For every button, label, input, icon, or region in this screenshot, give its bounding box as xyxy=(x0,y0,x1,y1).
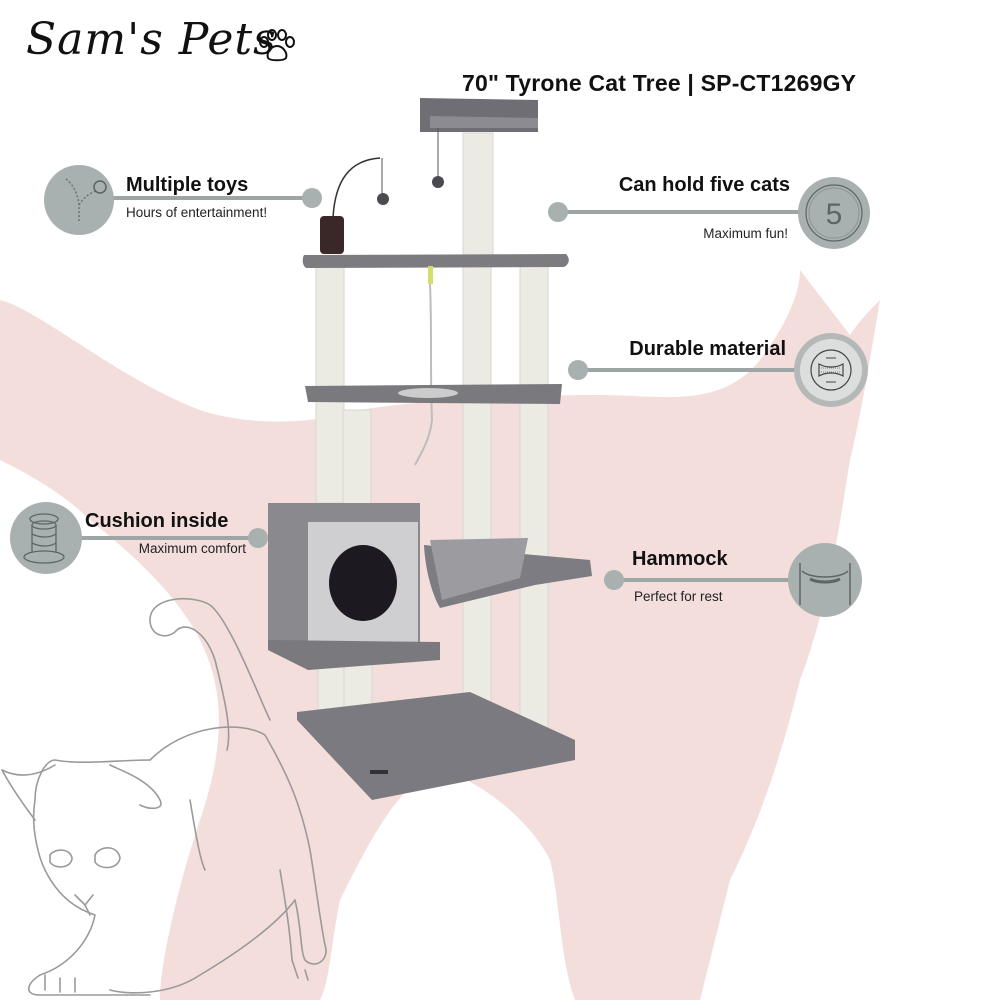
feature-title-toys: Multiple toys xyxy=(126,174,249,196)
feature-title-cushion: Cushion inside xyxy=(85,510,229,532)
paw-print-icon xyxy=(259,29,295,62)
cushion-stack-icon xyxy=(10,502,82,574)
fabric-stretch-icon xyxy=(794,333,868,407)
svg-text:5: 5 xyxy=(826,198,843,231)
feature-title-hammock: Hammock xyxy=(632,548,728,570)
number-five-icon: 5 xyxy=(798,177,870,249)
hammock-icon xyxy=(788,543,862,617)
feature-subtitle-toys: Hours of entertainment! xyxy=(126,205,268,220)
product-title: 70" Tyrone Cat Tree | SP-CT1269GY xyxy=(462,70,857,96)
feature-subtitle-hammock: Perfect for rest xyxy=(634,589,723,604)
feature-subtitle-cushion: Maximum comfort xyxy=(138,541,246,556)
feature-title-capacity: Can hold five cats xyxy=(618,174,790,196)
brand-logo: Sam's Pets xyxy=(26,14,277,65)
toy-wand-icon xyxy=(44,165,114,235)
feature-title-material: Durable material xyxy=(629,338,786,360)
feature-subtitle-capacity: Maximum fun! xyxy=(703,226,788,241)
